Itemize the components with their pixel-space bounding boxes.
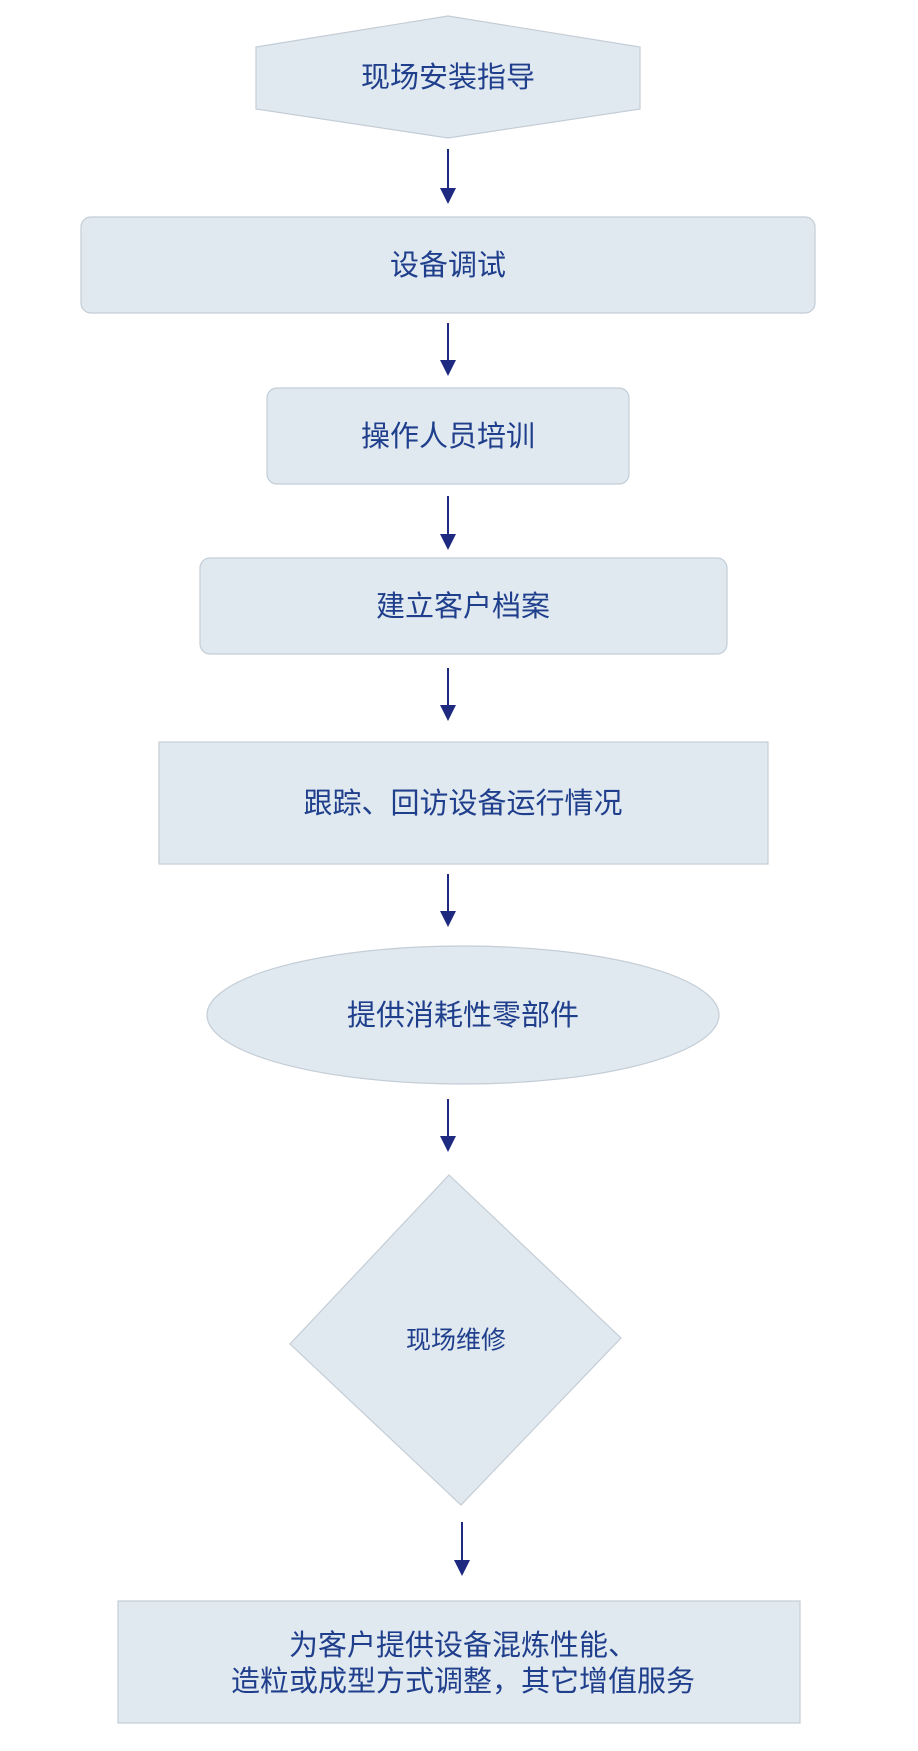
diamond-shape [289,1174,622,1506]
step-label: 提供消耗性零部件 [347,998,579,1032]
step-customer-file: 建立客户档案 [199,557,728,655]
arrow-connector [440,496,456,550]
step-label: 操作人员培训 [361,419,535,453]
arrow-connector [440,874,456,927]
step-operator-training: 操作人员培训 [266,387,630,485]
step-consumable-parts: 提供消耗性零部件 [206,945,720,1085]
arrow-connector [440,323,456,376]
step-label: 建立客户档案 [376,589,550,623]
step-label: 设备调试 [390,248,506,282]
step-label-line-1: 为客户提供设备混炼性能、 [289,1628,637,1662]
step-label: 现场安装指导 [361,60,535,94]
step-onsite-installation-guidance: 现场安装指导 [255,15,641,139]
arrow-connector [440,1099,456,1152]
rounded-rect-shape [80,216,816,314]
rect-shape [158,741,769,865]
step-label-line-2: 造粒或成型方式调整，其它增值服务 [231,1664,695,1698]
rounded-rect-shape [199,557,728,655]
arrow-connector [454,1522,470,1576]
hexagon-shape [255,15,641,139]
step-tracking-follow-up: 跟踪、回访设备运行情况 [158,741,769,865]
ellipse-shape [206,945,720,1085]
step-equipment-commissioning: 设备调试 [80,216,816,314]
arrow-connector [440,668,456,721]
step-label: 跟踪、回访设备运行情况 [303,786,622,820]
step-onsite-repair: 现场维修 [289,1174,622,1506]
rect-shape [117,1600,801,1724]
step-label: 现场维修 [406,1326,506,1355]
arrow-connector [440,149,456,204]
rounded-rect-shape [266,387,630,485]
step-value-added-services: 为客户提供设备混炼性能、 造粒或成型方式调整，其它增值服务 [117,1600,801,1724]
